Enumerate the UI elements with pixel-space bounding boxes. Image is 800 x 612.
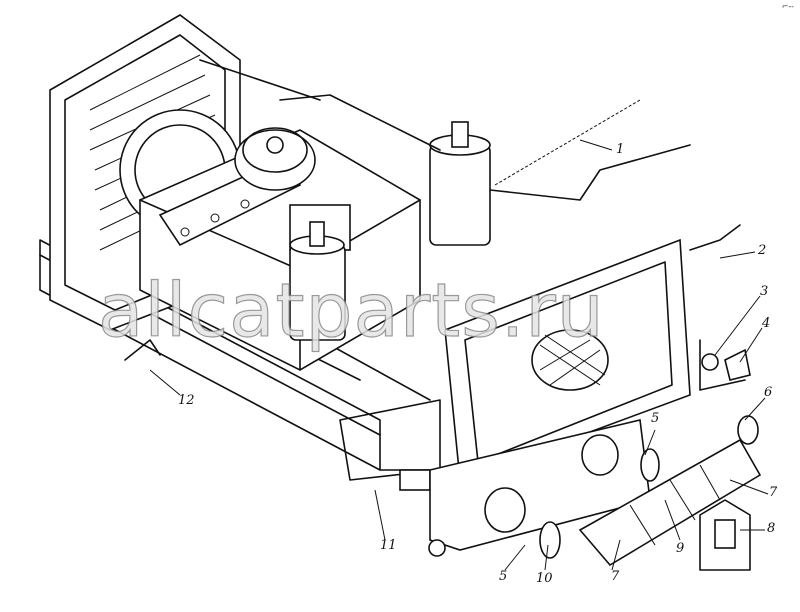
callout-7-lower: 7 [611, 569, 620, 584]
leader-lines [149, 139, 769, 571]
small-parts [124, 339, 751, 571]
callout-9: 9 [676, 541, 685, 556]
callout-7-right: 7 [769, 485, 778, 500]
watermark: allcatparts.ru [97, 267, 605, 354]
callout-11: 11 [380, 538, 397, 553]
callout-4: 4 [762, 316, 771, 331]
corner-mark: ⌐-- [781, 2, 794, 11]
callout-3: 3 [760, 284, 769, 299]
panel [444, 238, 691, 482]
callout-10: 10 [536, 571, 553, 586]
callout-6: 6 [764, 385, 773, 400]
callout-12: 12 [178, 393, 195, 408]
pipes [199, 59, 741, 251]
callout-8: 8 [767, 521, 776, 536]
callout-1: 1 [616, 142, 625, 157]
callout-5-upper: 5 [651, 411, 660, 426]
air-filters [289, 121, 491, 341]
callout-2: 2 [758, 243, 767, 258]
callout-5-lower: 5 [499, 569, 508, 584]
